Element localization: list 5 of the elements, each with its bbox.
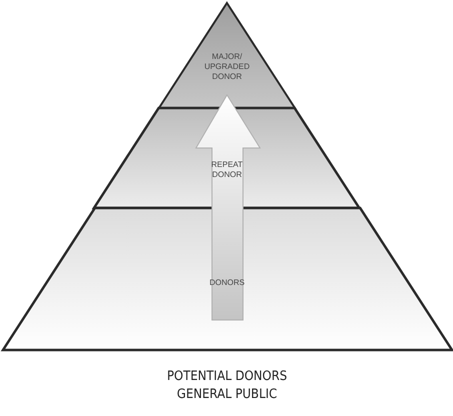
base-caption: POTENTIAL DONORS GENERAL PUBLIC bbox=[166, 368, 288, 404]
tier-label: MAJOR/ UPGRADED DONOR bbox=[203, 52, 251, 82]
tier-label: REPEAT DONOR bbox=[210, 160, 244, 180]
block-arrow bbox=[195, 94, 261, 320]
tier-label: DONORS bbox=[208, 278, 246, 288]
